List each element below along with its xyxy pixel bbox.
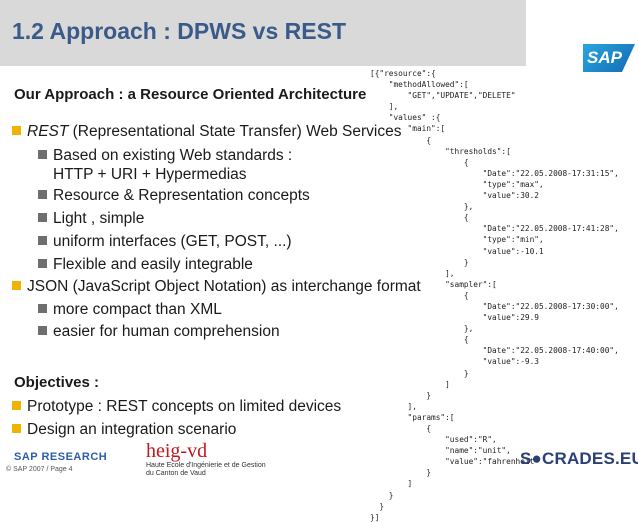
bullet-rest: REST (Representational State Transfer) W… [12, 123, 401, 141]
square-bullet-icon [12, 401, 21, 410]
objectives-heading: Objectives : [14, 374, 100, 391]
sap-logo-text: SAP [587, 48, 622, 67]
objective-text: Prototype : REST concepts on limited dev… [27, 398, 342, 415]
bullet-http-uri: HTTP + URI + Hypermedias [53, 166, 247, 184]
sap-research-logo: SAP RESEARCH [14, 451, 108, 463]
bullet-text: more compact than XML [53, 301, 222, 318]
square-bullet-icon [38, 150, 47, 159]
square-bullet-icon [12, 424, 21, 433]
objective-integration: Design an integration scenario [12, 421, 236, 439]
square-bullet-icon [12, 281, 21, 290]
heig-vd-logo: heig-vd [146, 440, 208, 462]
bullet-text: easier for human comprehension [53, 323, 280, 340]
bullet-rest-label: REST [27, 123, 69, 140]
bullet-text: Flexible and easily integrable [53, 256, 253, 273]
bullet-json: JSON (JavaScript Object Notation) as int… [12, 278, 421, 296]
heig-vd-subtitle-1: Haute Ecole d'Ingénierie et de Gestion [146, 462, 266, 469]
objective-prototype: Prototype : REST concepts on limited dev… [12, 398, 341, 416]
bullet-resource-representation: Resource & Representation concepts [38, 187, 310, 205]
square-bullet-icon [38, 259, 47, 268]
bullet-human: easier for human comprehension [38, 323, 280, 341]
slide-title: 1.2 Approach : DPWS vs REST [12, 18, 346, 44]
title-bar [0, 0, 526, 66]
bullet-text: Light , simple [53, 210, 145, 227]
bullet-rest-suffix: (Representational State Transfer) Web Se… [68, 123, 402, 140]
bullet-compact: more compact than XML [38, 301, 222, 319]
socrades-logo: S●CRADES.EU [520, 449, 638, 468]
square-bullet-icon [38, 236, 47, 245]
approach-subheading: Our Approach : a Resource Oriented Archi… [14, 86, 367, 103]
page-footer: © SAP 2007 / Page 4 [6, 466, 73, 473]
bullet-text: Based on existing Web standards : [53, 147, 293, 164]
bullet-text: Resource & Representation concepts [53, 187, 310, 204]
square-bullet-icon [12, 126, 21, 135]
bullet-text: uniform interfaces (GET, POST, ...) [53, 233, 292, 250]
square-bullet-icon [38, 304, 47, 313]
json-code-sample: [{"resource":{ "methodAllowed":[ "GET","… [370, 69, 619, 522]
square-bullet-icon [38, 190, 47, 199]
heig-vd-subtitle-2: du Canton de Vaud [146, 470, 206, 477]
bullet-uniform-interfaces: uniform interfaces (GET, POST, ...) [38, 233, 292, 251]
objective-text: Design an integration scenario [27, 421, 237, 438]
bullet-light-simple: Light , simple [38, 210, 144, 228]
square-bullet-icon [38, 213, 47, 222]
bullet-flexible: Flexible and easily integrable [38, 256, 253, 274]
square-bullet-icon [38, 326, 47, 335]
bullet-text: HTTP + URI + Hypermedias [53, 166, 247, 183]
bullet-web-standards: Based on existing Web standards : [38, 147, 292, 165]
bullet-text: JSON (JavaScript Object Notation) as int… [27, 278, 421, 295]
